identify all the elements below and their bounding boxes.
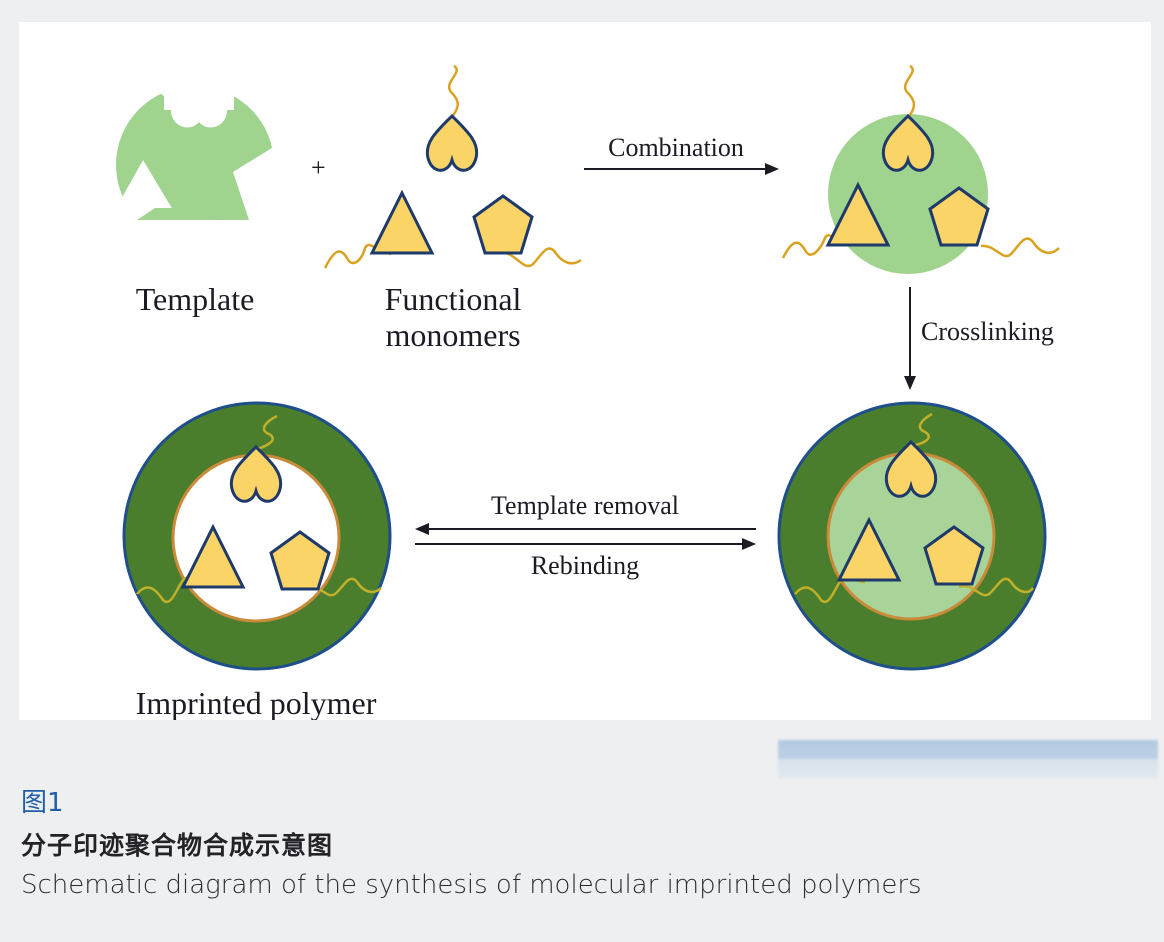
blurred-watermark: [778, 740, 1158, 778]
pentagon-monomer-icon: [472, 194, 534, 255]
crosslinking-arrow: [904, 287, 916, 390]
imprinted-polymer: [122, 401, 392, 671]
crosslinked-polymer-with-template: [777, 401, 1047, 671]
free-monomers: [323, 64, 582, 269]
functional-monomers-label-1: Functional: [385, 281, 522, 317]
triangle-monomer-icon: [370, 191, 434, 255]
rebinding-label: Rebinding: [531, 551, 639, 580]
template-monomer-complex: [781, 64, 1060, 274]
mip-synthesis-diagram: + Template Functional monomers Combinati…: [115, 64, 1060, 720]
figure-number: 图1: [21, 788, 64, 818]
plus-sign: +: [311, 153, 326, 182]
combination-label: Combination: [608, 133, 744, 162]
template-removal-arrow: [415, 523, 756, 535]
combination-arrow: [584, 163, 779, 175]
caption-title-english: Schematic diagram of the synthesis of mo…: [21, 870, 922, 900]
rebinding-arrow: [415, 538, 756, 550]
crosslinking-label: Crosslinking: [921, 317, 1054, 346]
functional-monomers-label-2: monomers: [385, 317, 520, 353]
imprinted-polymer-label: Imprinted polymer: [136, 685, 377, 720]
figure-panel: + Template Functional monomers Combinati…: [19, 22, 1151, 720]
template-removal-label: Template removal: [491, 491, 679, 520]
template-molecule: [115, 80, 277, 250]
caption-title-chinese: 分子印迹聚合物合成示意图: [21, 831, 334, 860]
template-label: Template: [136, 281, 255, 317]
heart-monomer-icon: [425, 114, 479, 172]
